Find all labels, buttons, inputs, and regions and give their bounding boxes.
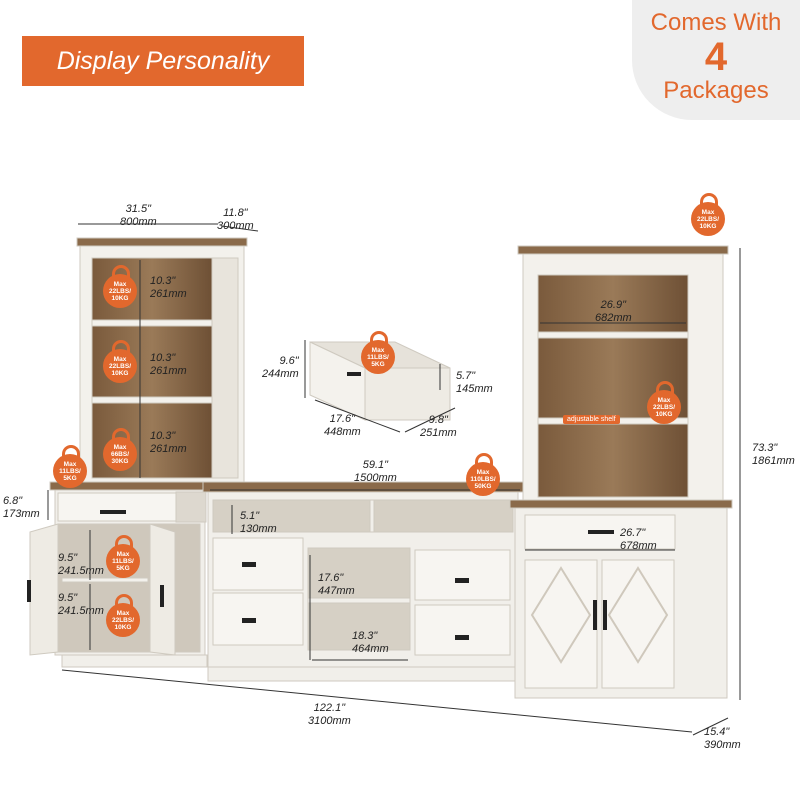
dimension-lines — [47, 223, 741, 736]
dim-total-depth: 15.4"390mm — [704, 726, 741, 751]
dim-total-height: 73.3"1861mm — [752, 442, 795, 467]
dim-shelf-1: 10.3"261mm — [150, 275, 187, 300]
dim-hutch-width: 31.5"800mm — [120, 203, 157, 228]
banner-text: Display Personality — [56, 46, 270, 75]
dim-center-height: 17.6"447mm — [318, 572, 355, 597]
dim-right-inner: 26.9"682mm — [595, 299, 632, 324]
dim-total-width: 122.1"3100mm — [308, 702, 351, 727]
dim-open-shelf: 5.1"130mm — [240, 510, 277, 535]
packages-count: 4 — [704, 35, 728, 79]
dim-drawer-width: 17.6"448mm — [324, 413, 361, 438]
dim-cabinet-shelf-1: 9.5"241.5mm — [58, 552, 104, 577]
floating-drawer — [309, 341, 451, 421]
dim-shelf-2: 10.3"261mm — [150, 352, 187, 377]
packages-callout: Comes With 4 Packages — [632, 0, 800, 120]
display-personality-banner: Display Personality — [22, 36, 304, 86]
adjustable-shelf-label: adjustable shelf — [563, 415, 620, 424]
dim-side-drawer: 6.8"173mm — [3, 495, 40, 520]
right-lower-cabinet — [509, 499, 733, 699]
handles — [27, 372, 614, 640]
dim-drawer-inner: 5.7"145mm — [456, 370, 493, 395]
dim-cabinet-shelf-2: 9.5"241.5mm — [58, 592, 104, 617]
dim-center-width: 18.3"464mm — [352, 630, 389, 655]
dim-drawer-height: 9.6"244mm — [262, 355, 299, 380]
dim-shelf-3: 10.3"261mm — [150, 430, 187, 455]
dim-hutch-depth: 11.8"300mm — [217, 207, 254, 232]
dim-tv-width: 59.1"1500mm — [354, 459, 397, 484]
dim-right-drawer: 26.7"678mm — [620, 527, 657, 552]
packages-line1: Comes With — [650, 9, 782, 36]
packages-line2: Packages — [663, 77, 769, 104]
right-hutch — [517, 245, 729, 501]
dim-drawer-depth: 9.8"251mm — [420, 414, 457, 439]
